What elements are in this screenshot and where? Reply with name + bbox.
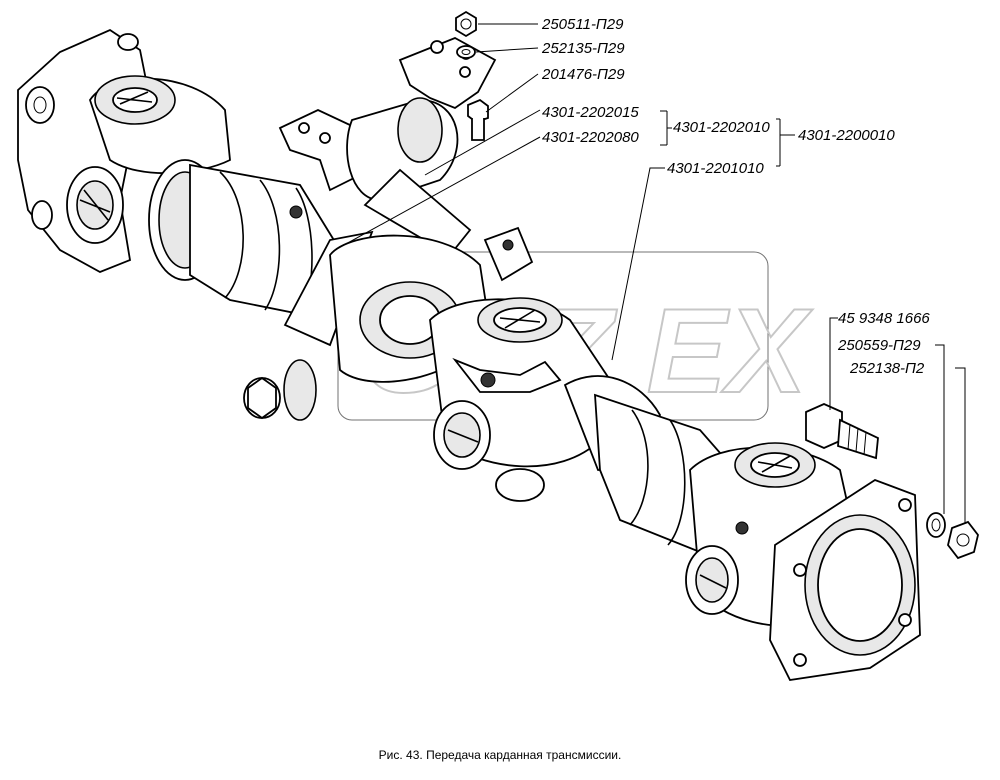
- flange-fasteners: [805, 403, 979, 560]
- left-flange-yoke: [17, 28, 231, 273]
- label-support: 4301-2202015: [542, 104, 639, 121]
- label-nut-flange: 252138-П2: [849, 360, 925, 377]
- washer-top-icon: [456, 45, 476, 59]
- bolt-flange-icon: [805, 403, 843, 449]
- label-bearing: 4301-2202080: [542, 129, 639, 146]
- label-shaft-intermediate: 4301-2202010: [673, 119, 770, 136]
- label-washer-top: 252135-П29: [541, 40, 625, 57]
- washer-flange-icon: [926, 512, 946, 538]
- right-flange-yoke: [685, 442, 921, 681]
- figure-caption: Рис. 43. Передача карданная трансмиссии.: [378, 748, 622, 762]
- top-fasteners: [455, 10, 489, 141]
- nut-flange-icon: [947, 520, 979, 560]
- label-bolt-top: 201476-П29: [541, 66, 625, 83]
- label-nut-top: 250511-П29: [541, 16, 624, 33]
- label-washer-flange: 250559-П29: [837, 337, 921, 354]
- label-assembly: 4301-2200010: [798, 127, 895, 144]
- left-tube: [148, 159, 341, 322]
- callout-labels: 250511-П29 252135-П29 201476-П29 4301-22…: [541, 16, 930, 377]
- bolt-top-icon: [467, 98, 489, 124]
- nut-top-icon: [455, 10, 477, 38]
- label-bolt-flange: 45 9348 1666: [838, 310, 930, 327]
- label-shaft-main: 4301-2201010: [667, 160, 764, 177]
- leader-lines: [334, 23, 966, 524]
